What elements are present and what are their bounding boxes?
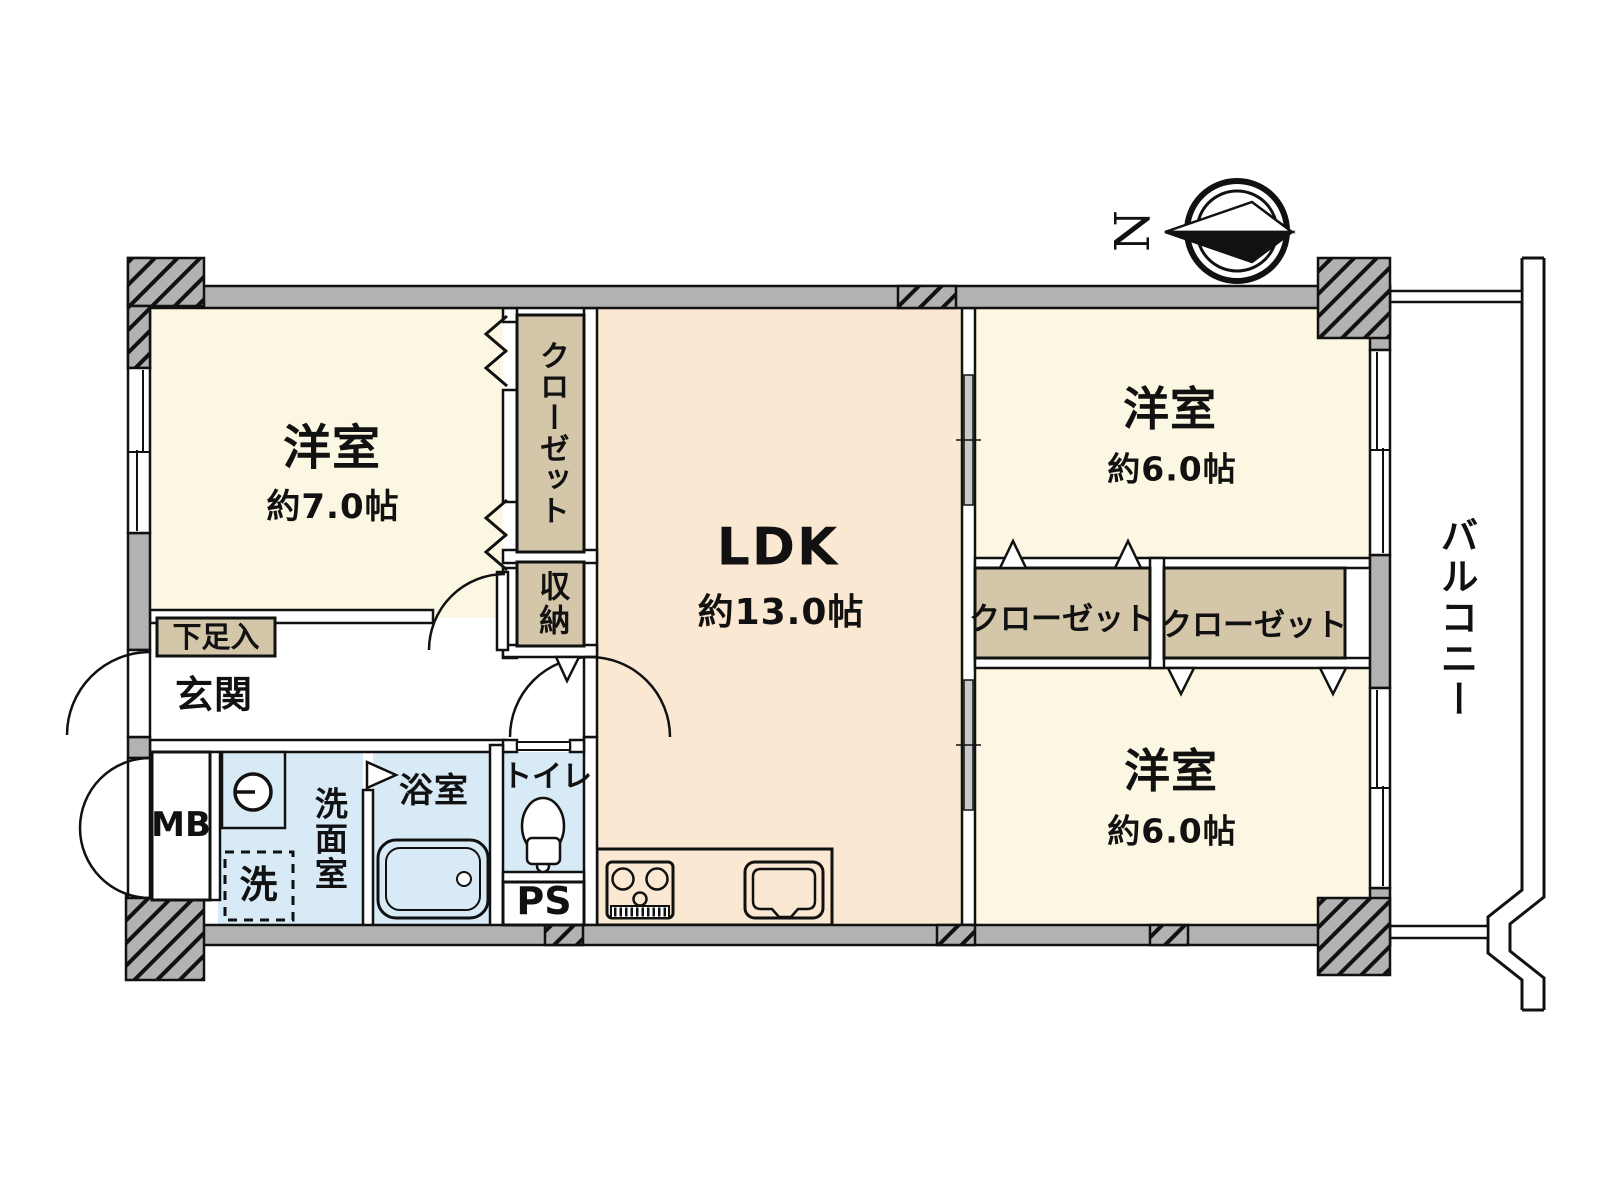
storage-small-box (515, 560, 586, 648)
room-western-bottom-right-floor (975, 668, 1370, 925)
compass-north-label: N (1105, 210, 1161, 252)
bathroom-fold-door-triangle (365, 760, 400, 790)
washbasin-icon (220, 750, 287, 830)
room-size-western-left: 約7.0帖 (266, 487, 400, 528)
entrance-door-swing (65, 650, 151, 736)
shoe-box (155, 616, 277, 658)
washing-machine-label: 洗 (239, 863, 279, 908)
closet-left-triangle-a (998, 538, 1028, 570)
door-triangles (365, 538, 1349, 790)
storage-boxes (155, 313, 1347, 660)
closet-right-triangle-b (1317, 666, 1349, 697)
meter-box-label: MB (151, 805, 211, 846)
balcony-bottom-divider (1386, 924, 1490, 940)
kitchen-sink-icon (743, 860, 825, 920)
room-label-ldk: LDK (716, 517, 840, 578)
pipe-space-box (501, 880, 586, 927)
western-left-door-leaf (495, 570, 510, 652)
window-pane-lines (128, 352, 1390, 886)
meter-box (150, 750, 212, 902)
compass-icon: N (1105, 178, 1296, 284)
balcony-label: バルコニー (1433, 515, 1478, 721)
window (126, 348, 1392, 890)
entrance-door-leaf (126, 648, 152, 739)
room-label-western-bottom-right: 洋室 (1124, 743, 1218, 798)
room-label-western-top-right: 洋室 (1123, 381, 1217, 436)
toilet-label: トイレ (502, 759, 592, 795)
storage-label: 収納 (533, 570, 570, 638)
closet-right-box (1162, 566, 1347, 660)
closet-left-box (973, 566, 1152, 660)
stove-icon (605, 860, 675, 920)
room-size-ldk: 約13.0帖 (697, 592, 865, 634)
room-label-western-left: 洋室 (282, 419, 382, 476)
sliding-door-icon (956, 374, 981, 811)
closet-column-box (515, 313, 586, 554)
closet-right-label: クローゼット (1161, 607, 1347, 644)
room-size-western-bottom-right: 約6.0帖 (1107, 811, 1237, 851)
room-western-top-right-floor (975, 308, 1370, 558)
hall-ldk-door-leaf (582, 655, 599, 739)
folding-door-chevrons (483, 314, 508, 572)
washroom-label: 洗面室 (309, 786, 349, 892)
balcony-top-divider (1386, 289, 1524, 304)
hall-ldk-door-swing (508, 655, 672, 738)
meter-box-door-gap (126, 756, 152, 900)
storage-door-triangle (554, 655, 582, 684)
balcony-railing (1486, 256, 1546, 1012)
shoe-box-label: 下足入 (172, 619, 260, 654)
western-left-door-swing (427, 572, 506, 651)
closet-left-label: クローゼット (969, 601, 1155, 638)
room-size-western-top-right: 約6.0帖 (1107, 449, 1237, 489)
entrance-label: 玄関 (174, 673, 254, 718)
room-western-left-floor (150, 308, 503, 618)
bathroom-label: 浴室 (399, 771, 469, 812)
toilet-icon (520, 796, 566, 874)
bathtub-icon (376, 838, 490, 920)
washing-machine-space (223, 850, 295, 922)
meter-box-door-swing (78, 756, 151, 900)
room-ldk-floor (597, 308, 962, 925)
closet-column-label: クローゼット (533, 340, 569, 526)
pipe-space-label: PS (516, 879, 572, 924)
closet-right-triangle-a (1165, 666, 1197, 697)
closet-left-triangle-b (1113, 538, 1143, 570)
